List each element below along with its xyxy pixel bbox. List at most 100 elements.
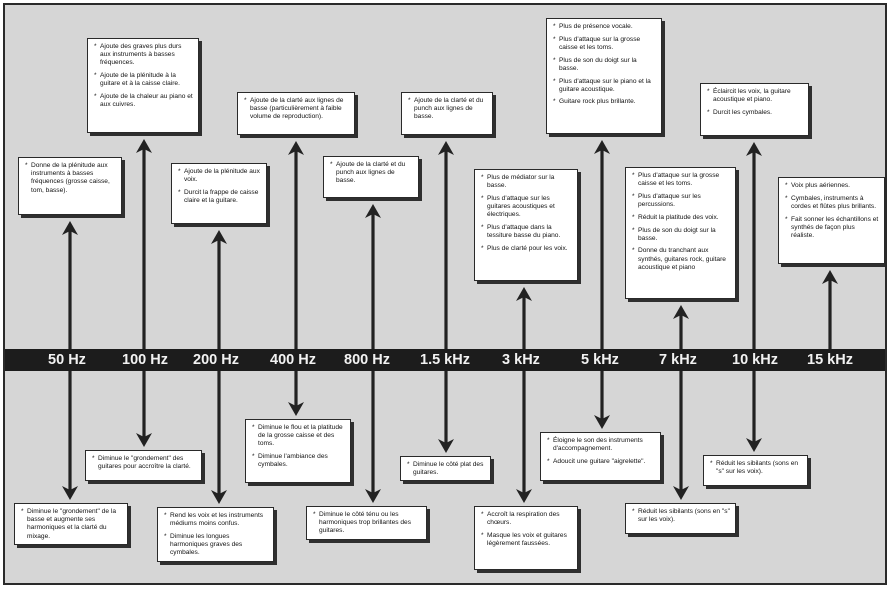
boost-box: Ajoute des graves plus durs aux instrume… [87, 38, 199, 133]
effect-item: Diminue l'ambiance des cymbales. [252, 453, 345, 469]
effect-item: Durcit la frappe de caisse claire et la … [178, 189, 261, 205]
boost-arrow-head [136, 139, 152, 153]
cut-arrow-head [673, 486, 689, 500]
boost-box: Plus de présence vocale. Plus d'attaque s… [546, 18, 662, 134]
effect-item: Plus d'attaque sur les guitares acoustiq… [481, 195, 572, 220]
effect-item: Rend les voix et les instruments médiums… [164, 512, 268, 528]
effect-item: Ajoute de la clarté aux lignes de basse … [244, 97, 349, 122]
effect-item: Diminue le côté ténu ou les harmoniques … [313, 511, 421, 536]
boost-box: Ajoute de la clarté et du punch aux lign… [401, 92, 493, 135]
arrows-layer [62, 139, 838, 504]
cut-box: Diminue le "grondement" de la basse et a… [14, 503, 128, 545]
cut-box: Rend les voix et les instruments médiums… [157, 507, 274, 562]
effect-item: Guitare rock plus brillante. [553, 98, 656, 106]
effect-item: Ajoute de la plénitude aux voix. [178, 168, 261, 184]
cut-arrow-head [516, 489, 532, 503]
boost-box: Plus de médiator sur la basse. Plus d'att… [474, 169, 578, 281]
effect-item: Éloigne le son des instruments d'accompa… [547, 437, 655, 453]
effect-item: Réduit les sibilants (sons en "s" sur le… [710, 460, 802, 476]
effect-item: Diminue le "grondement" des guitares pou… [92, 455, 196, 471]
effect-list: Accroît la respiration des chœurs. Masque… [481, 511, 572, 548]
cut-arrow-head [288, 402, 304, 416]
effect-list: Plus de médiator sur la basse. Plus d'att… [481, 174, 572, 253]
boost-box: Ajoute de la clarté et du punch aux lign… [323, 156, 419, 198]
effect-item: Donne du tranchant aux synthés, guitares… [632, 247, 730, 272]
cut-arrow-head [211, 490, 227, 504]
effect-item: Réduit la platitude des voix. [632, 214, 730, 222]
boost-box: Éclaircit les voix, la guitare acoustiqu… [700, 83, 809, 136]
effect-item: Diminue le côté plat des guitares. [407, 461, 485, 477]
effect-item: Ajoute de la clarté et du punch aux lign… [330, 161, 413, 186]
effect-list: Donne de la plénitude aux instruments à … [25, 162, 116, 195]
effect-list: Diminue le "grondement" des guitares pou… [92, 455, 196, 471]
effect-item: Voix plus aériennes. [785, 182, 879, 190]
boost-box: Ajoute de la clarté aux lignes de basse … [237, 92, 355, 135]
effect-item: Adoucit une guitare "aigrelette". [547, 458, 655, 466]
boost-arrow-head [62, 221, 78, 235]
boost-arrow-head [288, 141, 304, 155]
effect-item: Durcit les cymbales. [707, 109, 803, 117]
effect-item: Ajoute de la chaleur au piano et aux cui… [94, 93, 193, 109]
cut-box: Diminue le flou et la platitude de la gr… [245, 419, 351, 483]
cut-box: Éloigne le son des instruments d'accompa… [540, 432, 661, 481]
effect-item: Plus d'attaque sur la grosse caisse et l… [553, 36, 656, 52]
frequency-label: 50 Hz [48, 352, 86, 368]
cut-box: Diminue le "grondement" des guitares pou… [85, 450, 202, 481]
frequency-label: 800 Hz [344, 352, 390, 368]
effect-item: Fait sonner les échantillons et synthés … [785, 216, 879, 241]
boost-box: Donne de la plénitude aux instruments à … [18, 157, 122, 215]
effect-item: Plus de présence vocale. [553, 23, 656, 31]
cut-box: Réduit les sibilants (sons en "s" sur le… [703, 455, 808, 486]
frequency-label: 400 Hz [270, 352, 316, 368]
effect-item: Plus de clarté pour les voix. [481, 245, 572, 253]
cut-box: Diminue le côté ténu ou les harmoniques … [306, 506, 427, 540]
cut-arrow-head [594, 415, 610, 429]
effect-item: Diminue le "grondement" de la basse et a… [21, 508, 122, 541]
boost-arrow-head [211, 230, 227, 244]
boost-arrow-head [822, 270, 838, 284]
effect-list: Rend les voix et les instruments médiums… [164, 512, 268, 558]
effect-list: Diminue le flou et la platitude de la gr… [252, 424, 345, 470]
effect-item: Éclaircit les voix, la guitare acoustiqu… [707, 88, 803, 104]
frequency-band [5, 349, 885, 371]
effect-list: Réduit les sibilants (sons en "s" sur le… [632, 508, 730, 524]
effect-list: Ajoute des graves plus durs aux instrume… [94, 43, 193, 109]
effect-item: Plus d'attaque sur la grosse caisse et l… [632, 172, 730, 188]
frequency-label: 7 kHz [659, 352, 697, 368]
effect-item: Cymbales, instruments à cordes et flûtes… [785, 195, 879, 211]
effect-list: Voix plus aériennes. Cymbales, instrument… [785, 182, 879, 240]
boost-box: Plus d'attaque sur la grosse caisse et l… [625, 167, 736, 299]
effect-item: Réduit les sibilants (sons en "s" sur le… [632, 508, 730, 524]
frequency-label: 3 kHz [502, 352, 540, 368]
effect-item: Plus de son du doigt sur la basse. [632, 227, 730, 243]
effect-list: Plus d'attaque sur la grosse caisse et l… [632, 172, 730, 272]
boost-arrow-head [746, 142, 762, 156]
cut-arrow-head [365, 489, 381, 503]
frequency-label: 100 Hz [122, 352, 168, 368]
boost-arrow-head [594, 140, 610, 154]
effect-list: Ajoute de la clarté et du punch aux lign… [330, 161, 413, 186]
effect-item: Ajoute de la plénitude à la guitare et à… [94, 72, 193, 88]
effect-list: Diminue le côté plat des guitares. [407, 461, 485, 477]
effect-list: Diminue le "grondement" de la basse et a… [21, 508, 122, 541]
boost-arrow-head [438, 141, 454, 155]
effect-item: Plus de médiator sur la basse. [481, 174, 572, 190]
cut-box: Diminue le côté plat des guitares. [400, 456, 491, 482]
cut-box: Accroît la respiration des chœurs. Masque… [474, 506, 578, 570]
effect-list: Ajoute de la clarté aux lignes de basse … [244, 97, 349, 122]
frequency-label: 10 kHz [732, 352, 778, 368]
effect-item: Masque les voix et guitares légèrement f… [481, 532, 572, 548]
effect-item: Accroît la respiration des chœurs. [481, 511, 572, 527]
boost-box: Voix plus aériennes. Cymbales, instrument… [778, 177, 885, 264]
effect-item: Plus d'attaque dans la tessiture basse d… [481, 224, 572, 240]
frequency-label: 5 kHz [581, 352, 619, 368]
eq-chart-frame: 50 Hz Donne de la plénitude aux instrumen… [3, 3, 887, 585]
cut-arrow-head [438, 439, 454, 453]
cut-arrow-head [136, 433, 152, 447]
effect-item: Diminue le flou et la platitude de la gr… [252, 424, 345, 449]
boost-box: Ajoute de la plénitude aux voix. Durcit l… [171, 163, 267, 224]
effect-list: Ajoute de la clarté et du punch aux lign… [408, 97, 487, 122]
effect-item: Plus d'attaque sur les percussions. [632, 193, 730, 209]
effect-list: Diminue le côté ténu ou les harmoniques … [313, 511, 421, 536]
cut-arrow-head [62, 486, 78, 500]
